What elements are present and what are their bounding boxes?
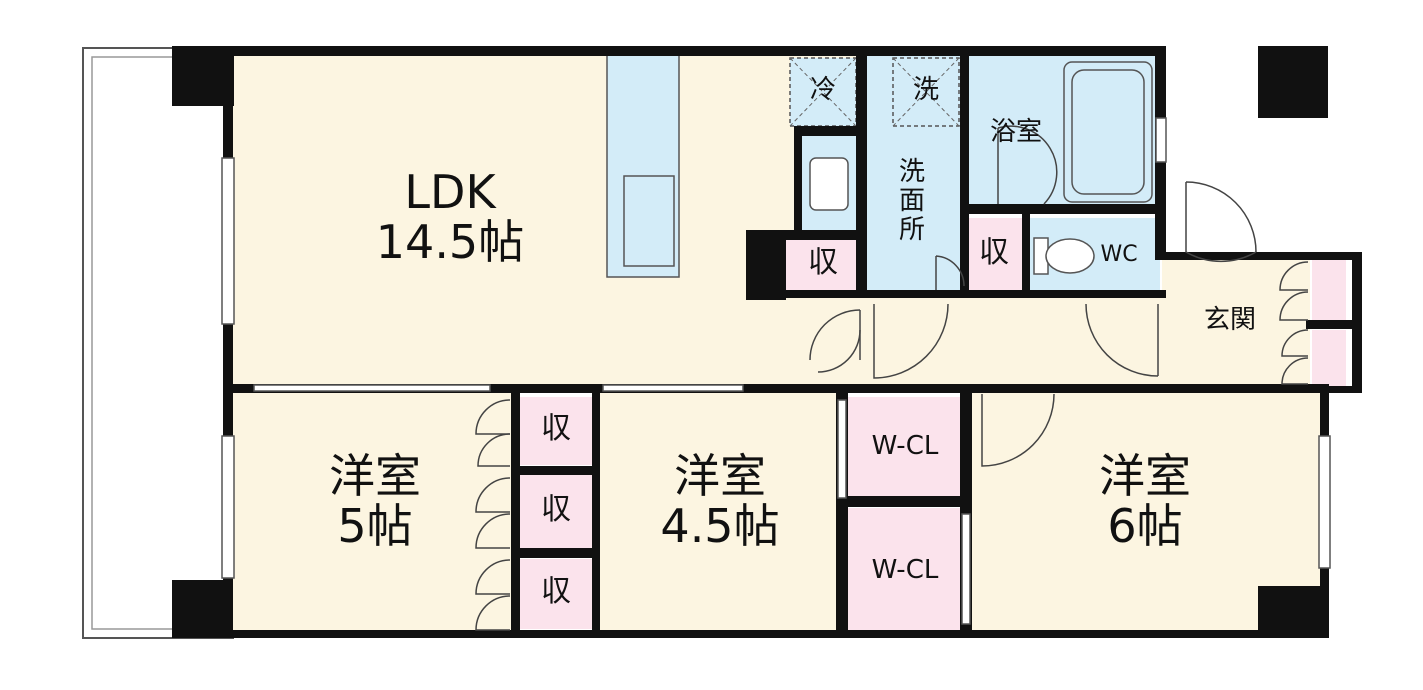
shoe-storage-2 — [1312, 330, 1346, 386]
washroom-label: 洗 面 所 — [892, 157, 932, 246]
bathroom-label: 浴室 — [989, 117, 1042, 147]
wcl-1-floor — [848, 397, 962, 497]
toilet-bowl — [1045, 238, 1095, 274]
western-room-b-name: 洋室 — [674, 449, 766, 503]
wcl-2-floor — [848, 508, 962, 631]
western-room-a-floor — [233, 393, 513, 633]
storage-washroom-label: 収 — [979, 235, 1009, 270]
storage-washroom — [964, 218, 1024, 292]
western-room-a-name: 洋室 — [329, 449, 421, 503]
hallway-floor — [860, 296, 1162, 388]
ldk-floor — [233, 52, 860, 388]
western-room-a-size: 5帖 — [337, 498, 413, 553]
toilet-label: WC — [1100, 242, 1138, 267]
western-room-b-size: 4.5帖 — [660, 498, 780, 553]
western-room-a-label: 洋室 5帖 — [280, 449, 470, 553]
western-room-c-size: 6帖 — [1107, 498, 1183, 553]
storage-room-a-1 — [518, 397, 594, 465]
sliding-doors — [253, 384, 971, 625]
western-room-c-name: 洋室 — [1099, 449, 1191, 503]
ldk-label: LDK 14.5帖 — [340, 165, 560, 269]
storage-ldk — [785, 240, 860, 292]
storage-room-a-3-label: 収 — [541, 574, 571, 609]
entrance-label: 玄関 — [1203, 305, 1256, 335]
western-room-b-label: 洋室 4.5帖 — [620, 449, 820, 553]
ldk-size: 14.5帖 — [375, 214, 525, 269]
bathtub — [1063, 61, 1153, 203]
western-room-b-floor — [598, 393, 840, 633]
washroom-char-2: 面 — [898, 186, 925, 217]
windows — [221, 117, 1331, 579]
storage-room-a-3 — [518, 559, 594, 629]
doors — [475, 125, 1309, 631]
washer-space-label: 洗 — [912, 75, 939, 105]
walk-in-closet-2-label: W-CL — [871, 555, 939, 585]
storage-ldk-label: 収 — [808, 245, 838, 280]
washroom-char-1: 洗 — [898, 157, 925, 187]
storage-room-a-2 — [518, 475, 594, 549]
balcony — [82, 47, 234, 639]
walk-in-closet-1-label: W-CL — [871, 431, 939, 461]
shoe-storage-1 — [1312, 260, 1346, 320]
ldk-name: LDK — [404, 165, 496, 219]
washroom-char-3: 所 — [898, 215, 925, 246]
washbasin — [809, 157, 849, 211]
kitchen-sink — [623, 175, 675, 267]
entrance-floor — [1162, 256, 1310, 388]
western-room-c-label: 洋室 6帖 — [1050, 449, 1240, 553]
fridge-space-label: 冷 — [809, 75, 836, 105]
storage-room-a-2-label: 収 — [541, 492, 571, 527]
storage-room-a-1-label: 収 — [541, 411, 571, 446]
walls — [172, 46, 1362, 638]
